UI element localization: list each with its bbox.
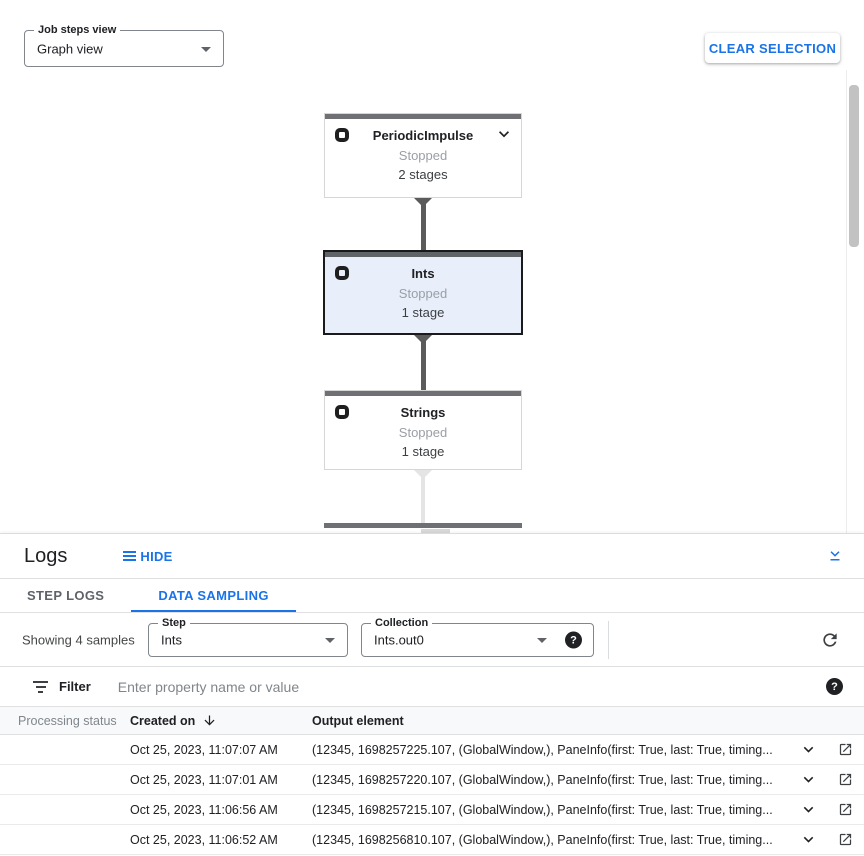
graph-edge-arrow-icon [414, 198, 432, 207]
hide-logs-label: HIDE [140, 548, 173, 564]
node-stages: 1 stage [401, 305, 445, 320]
filter-input[interactable] [117, 678, 826, 695]
tab-data-sampling[interactable]: DATA SAMPLING [131, 579, 297, 612]
table-header-row: Processing status Created on Output elem… [0, 707, 864, 735]
tab-step-logs[interactable]: STEP LOGS [0, 579, 131, 612]
job-steps-view-select[interactable]: Job steps view Graph view [24, 24, 224, 67]
created-on-cell: Oct 25, 2023, 11:06:52 AM [130, 832, 278, 847]
node-title: Strings [400, 405, 446, 420]
table-row: Oct 25, 2023, 11:07:07 AM (12345, 169825… [0, 735, 864, 765]
table-row: Oct 25, 2023, 11:07:01 AM (12345, 169825… [0, 765, 864, 795]
filter-bar[interactable]: Filter ? [0, 667, 864, 707]
partially-visible-node-top-bar [324, 523, 522, 528]
logs-title: Logs [24, 544, 68, 567]
help-icon[interactable]: ? [826, 678, 843, 695]
filter-label: Filter [59, 679, 91, 694]
step-select-value: Ints [161, 632, 182, 648]
showing-samples-text: Showing 4 samples [22, 632, 135, 647]
toolbar-divider [608, 621, 609, 659]
node-status: Stopped [398, 425, 448, 440]
output-element-cell: (12345, 1698257225.107, (GlobalWindow,),… [312, 742, 773, 757]
job-steps-view-select-label: Job steps view [34, 24, 121, 37]
created-on-cell: Oct 25, 2023, 11:07:01 AM [130, 772, 278, 787]
step-select[interactable]: Step Ints [148, 617, 348, 657]
graph-edge [421, 335, 426, 390]
expand-row-chevron-icon[interactable] [799, 800, 818, 819]
dropdown-arrow-icon [537, 638, 547, 643]
node-title: Ints [411, 266, 435, 281]
sort-descending-icon[interactable] [202, 713, 217, 728]
filter-icon [33, 680, 48, 693]
logs-panel-header: Logs HIDE [0, 534, 864, 579]
chevron-down-icon[interactable] [494, 124, 514, 149]
open-in-new-icon[interactable] [826, 802, 853, 817]
table-row: Oct 25, 2023, 11:06:52 AM (12345, 169825… [0, 825, 864, 855]
graph-edge [421, 198, 426, 250]
open-in-new-icon[interactable] [826, 772, 853, 787]
column-header-processing-status: Processing status [18, 713, 117, 728]
expand-row-chevron-icon[interactable] [799, 740, 818, 759]
graph-scrollbar-track[interactable] [846, 70, 862, 533]
node-top-bar [325, 252, 521, 257]
created-on-cell: Oct 25, 2023, 11:07:07 AM [130, 742, 278, 757]
node-top-bar [325, 114, 521, 119]
node-stages: 2 stages [398, 167, 448, 182]
collapse-panel-icon[interactable] [826, 547, 844, 565]
expand-row-chevron-icon[interactable] [799, 770, 818, 789]
table-row: Oct 25, 2023, 11:06:56 AM (12345, 169825… [0, 795, 864, 825]
list-lines-icon [123, 551, 137, 561]
graph-node-strings[interactable]: Strings Stopped 1 stage [324, 390, 522, 470]
transform-ring-icon [335, 405, 349, 419]
top-toolbar: Job steps view Graph view CLEAR SELECTIO… [0, 0, 864, 70]
collection-select[interactable]: Collection Ints.out0 ? [361, 617, 594, 657]
graph-node-ints-selected[interactable]: Ints Stopped 1 stage [323, 250, 523, 335]
partially-visible-node-stub [421, 529, 450, 533]
node-title: PeriodicImpulse [372, 128, 474, 143]
collection-select-label: Collection [371, 617, 433, 630]
graph-edge [421, 470, 425, 523]
node-status: Stopped [398, 148, 448, 163]
dropdown-arrow-icon [201, 46, 211, 52]
node-top-bar [325, 391, 521, 396]
hide-logs-button[interactable]: HIDE [123, 549, 172, 564]
refresh-icon[interactable] [820, 630, 840, 650]
clear-selection-button[interactable]: CLEAR SELECTION [705, 33, 840, 63]
data-sampling-toolbar: Showing 4 samples Step Ints Collection I… [0, 613, 864, 667]
graph-edge-arrow-icon [414, 335, 432, 344]
output-element-cell: (12345, 1698256810.107, (GlobalWindow,),… [312, 832, 773, 847]
node-status: Stopped [398, 286, 448, 301]
transform-ring-icon [335, 266, 349, 280]
output-element-cell: (12345, 1698257215.107, (GlobalWindow,),… [312, 802, 773, 817]
graph-node-periodicimpulse[interactable]: PeriodicImpulse Stopped 2 stages [324, 113, 522, 198]
graph-scrollbar-thumb[interactable] [849, 85, 859, 247]
open-in-new-icon[interactable] [826, 832, 853, 847]
step-select-label: Step [158, 617, 190, 630]
column-header-created-on[interactable]: Created on [130, 713, 312, 728]
open-in-new-icon[interactable] [826, 742, 853, 757]
help-icon[interactable]: ? [565, 631, 582, 649]
job-steps-view-select-value: Graph view [37, 41, 103, 56]
transform-ring-icon [335, 128, 349, 142]
expand-row-chevron-icon[interactable] [799, 830, 818, 849]
output-element-cell: (12345, 1698257220.107, (GlobalWindow,),… [312, 772, 773, 787]
column-header-created-on-label: Created on [130, 713, 196, 728]
dropdown-arrow-icon [325, 638, 335, 643]
logs-tabs: STEP LOGS DATA SAMPLING [0, 579, 864, 613]
collection-select-value: Ints.out0 [374, 632, 424, 648]
node-stages: 1 stage [401, 444, 445, 459]
created-on-cell: Oct 25, 2023, 11:06:56 AM [130, 802, 278, 817]
column-header-output-element: Output element [312, 713, 404, 728]
job-graph-canvas: PeriodicImpulse Stopped 2 stages Ints St… [0, 70, 864, 533]
logs-panel: Logs HIDE STEP LOGS DATA SAMPLING Showin… [0, 533, 864, 856]
